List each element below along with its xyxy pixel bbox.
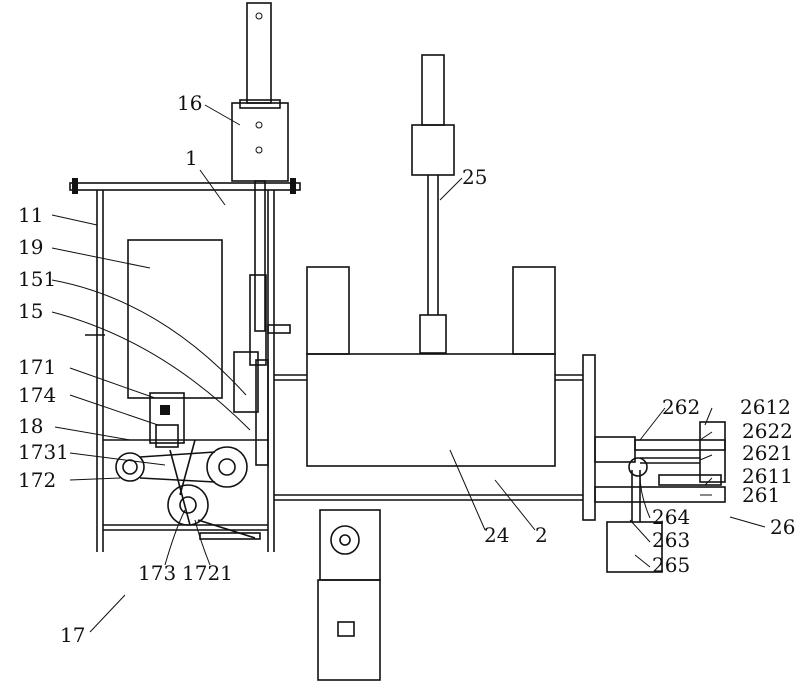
leader-lines [51,104,766,633]
label-151: 151 [18,267,56,291]
label-19: 19 [18,235,43,259]
label-2612: 2612 [740,395,791,419]
cylinder-25 [411,54,455,354]
label-2622: 2622 [742,419,793,443]
label-174: 174 [18,383,56,407]
guide-15 [233,274,291,466]
label-2621: 2621 [742,441,793,465]
label-1721: 1721 [182,561,233,585]
label-264: 264 [652,505,690,529]
labels: 16 1 25 11 19 151 15 171 174 18 1731 172… [18,91,795,647]
label-262: 262 [662,395,700,419]
label-261: 261 [742,483,780,507]
label-15: 15 [18,299,43,323]
assembly-26 [594,421,726,573]
component-171 [149,392,185,448]
label-11: 11 [18,203,43,227]
label-172: 172 [18,468,56,492]
label-26: 26 [770,515,795,539]
cylinder-16 [231,2,289,332]
label-2: 2 [535,523,548,547]
label-1731: 1731 [18,440,69,464]
label-171: 171 [18,355,56,379]
label-1: 1 [185,146,198,170]
label-265: 265 [652,553,690,577]
motor [317,509,381,681]
label-263: 263 [652,528,690,552]
label-25: 25 [462,165,487,189]
label-18: 18 [18,414,43,438]
rollers-172 [115,439,261,540]
label-24: 24 [484,523,509,547]
tank-2 [274,266,596,521]
label-16: 16 [177,91,202,115]
label-17: 17 [60,623,85,647]
label-2611: 2611 [742,464,793,488]
label-173: 173 [138,561,176,585]
